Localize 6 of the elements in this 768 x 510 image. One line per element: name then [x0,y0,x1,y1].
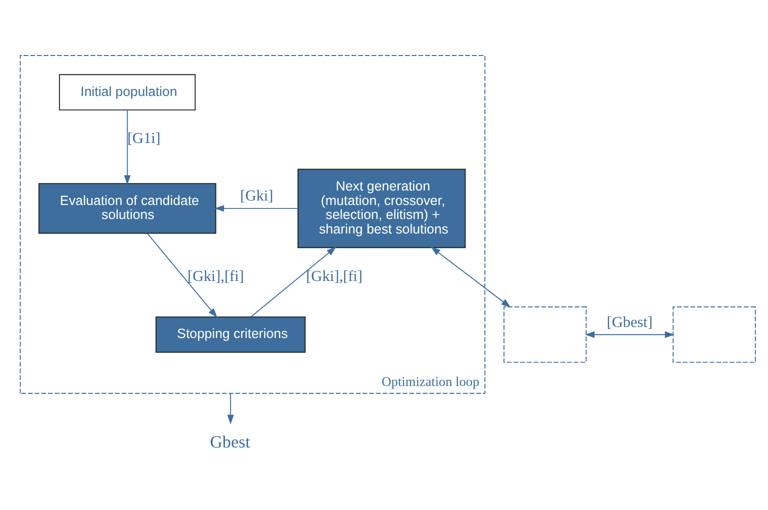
edge-label: [Gbest] [606,313,653,330]
edge-label: [Gki] [240,187,274,204]
edge-label: [G1i] [127,130,160,147]
edge-label: [Gki],[fi] [306,267,363,284]
node-text: Gbest [210,432,250,451]
edge-label: [Gki],[fi] [188,267,244,284]
